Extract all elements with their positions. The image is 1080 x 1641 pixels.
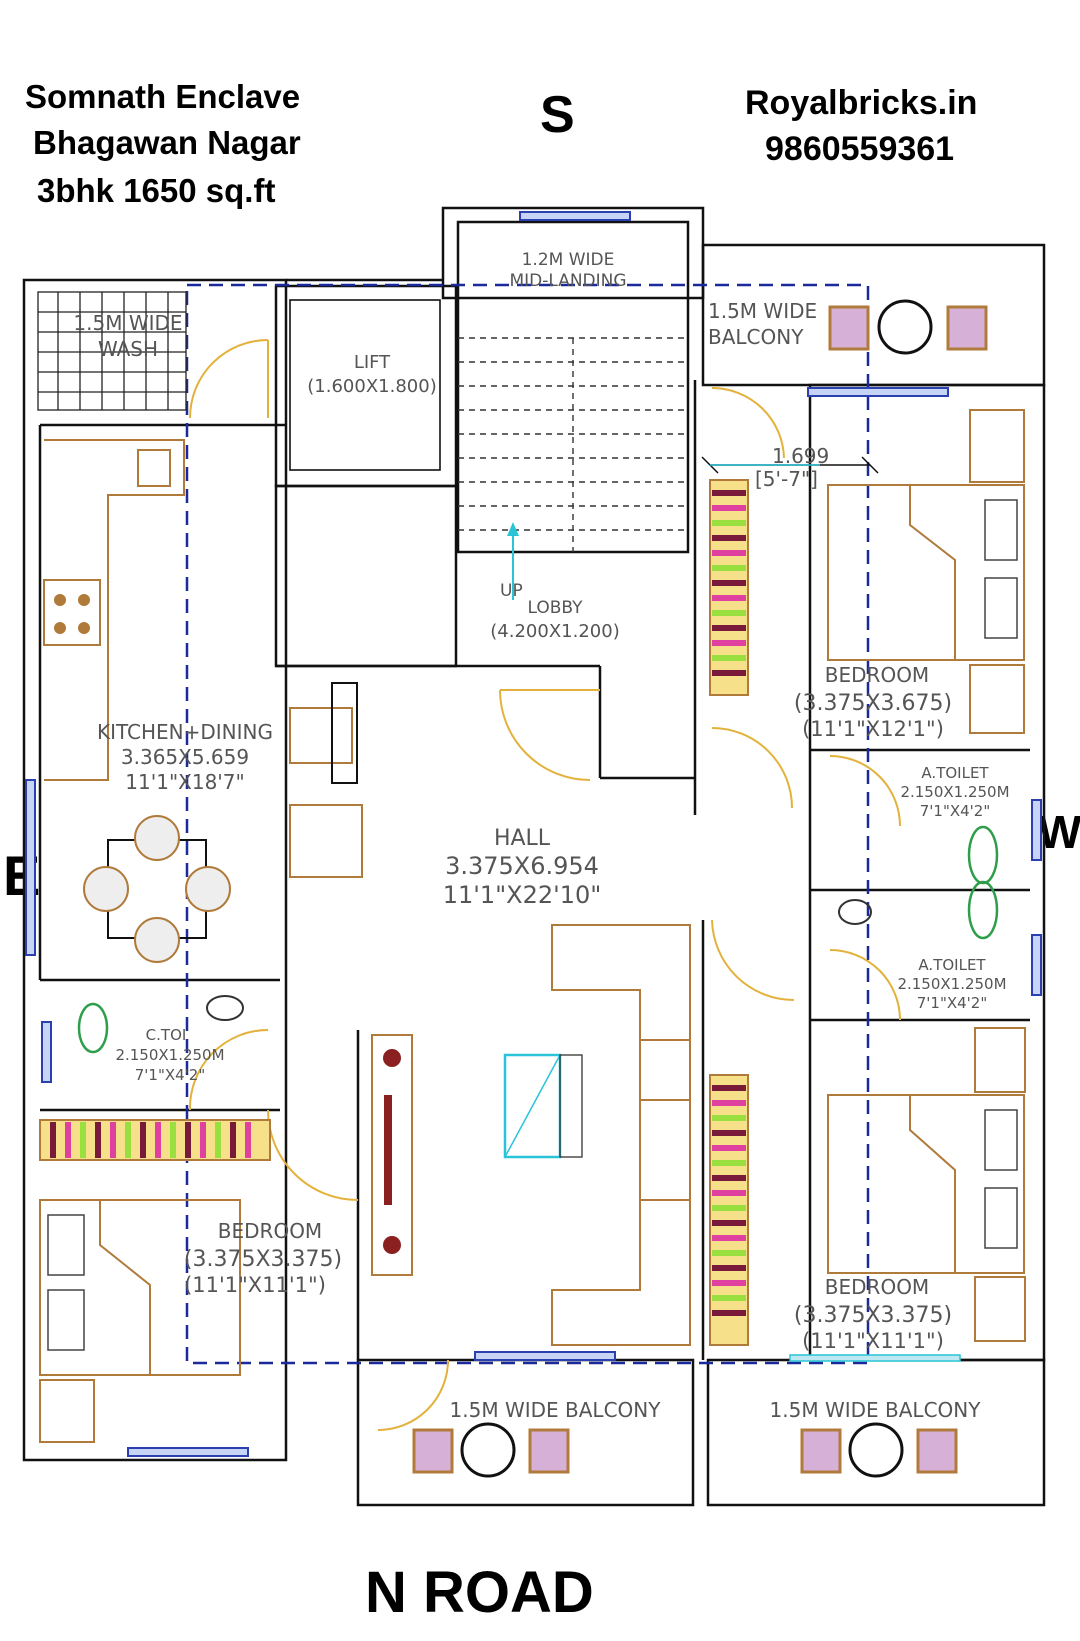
toilet-a2-label-2: 2.150X1.250M: [897, 975, 1006, 993]
bed-se: [827, 1027, 1026, 1342]
balcony-bottom-right-label: 1.5M WIDE BALCONY: [770, 1398, 982, 1422]
common-toilet-label-1: C.TOI: [146, 1026, 187, 1044]
common-toilet-label-2: 2.150X1.250M: [115, 1046, 224, 1064]
lobby-label-1: LOBBY: [527, 598, 583, 618]
stair-up-label: UP: [500, 581, 523, 601]
hall-label-3: 11'1"X22'10": [443, 881, 602, 909]
toilet-a2-label-3: 7'1"X4'2": [917, 994, 988, 1012]
kitchen-label-1: KITCHEN+DINING: [97, 720, 273, 744]
bedroom-ne-label-2: (3.375X3.675): [794, 691, 952, 716]
project-size: 3bhk 1650 sq.ft: [37, 172, 275, 209]
bedroom-se-label-1: BEDROOM: [825, 1275, 929, 1299]
bed-ne: [827, 409, 1025, 734]
wash-area-tiles: [37, 291, 187, 411]
door-swings: [188, 339, 901, 1431]
wash-label-2: WASH: [98, 337, 158, 361]
stair-core: [274, 220, 697, 815]
brand-phone: 9860559361: [765, 130, 954, 168]
dimension-label-1: 1.699: [772, 444, 829, 468]
brand-name: Royalbricks.in: [745, 84, 977, 122]
lobby-label-2: (4.200X1.200): [490, 621, 619, 642]
lift-label-2: (1.600X1.800): [307, 376, 436, 397]
dimension-label-2: [5'-7"]: [755, 467, 818, 491]
toilet-a1-label-2: 2.150X1.250M: [900, 783, 1009, 801]
bedroom-sw-label-3: (11'1"X11'1"): [184, 1273, 326, 1297]
project-location: Bhagawan Nagar: [33, 124, 301, 161]
dining-table: [83, 815, 231, 963]
wardrobe-se: [709, 1074, 749, 1346]
bedroom-se-label-3: (11'1"X11'1"): [802, 1329, 944, 1353]
wardrobe-ne: [709, 479, 749, 696]
toilet-a1-label-1: A.TOILET: [921, 764, 989, 782]
wash-label-1: 1.5M WIDE: [73, 311, 182, 335]
kitchen-label-3: 11'1"X18'7": [125, 770, 244, 794]
balcony-top-label-2: BALCONY: [708, 325, 804, 349]
hall-furniture: [289, 682, 691, 1346]
dimension-line: [701, 456, 879, 474]
project-name: Somnath Enclave: [25, 78, 300, 115]
bedroom-ne-label-3: (11'1"X12'1"): [802, 717, 944, 741]
balcony-bottom-left-label: 1.5M WIDE BALCONY: [450, 1398, 662, 1422]
bedroom-sw-label-2: (3.375X3.375): [184, 1247, 342, 1272]
wardrobe-sw: [39, 1119, 271, 1161]
balcony-chairs: [412, 299, 988, 1478]
bedroom-sw-label-1: BEDROOM: [218, 1219, 322, 1243]
kitchen-label-2: 3.365X5.659: [121, 745, 249, 769]
hall-label-2: 3.375X6.954: [445, 852, 599, 880]
road-label: N ROAD: [365, 1560, 594, 1625]
slab-boundary: [185, 283, 870, 1365]
common-toilet-label-3: 7'1"X4'2": [135, 1066, 206, 1084]
bedroom-ne-label-1: BEDROOM: [825, 663, 929, 687]
mid-landing-label-1: 1.2M WIDE: [522, 250, 615, 270]
mid-landing-label-2: MID-LANDING: [509, 271, 626, 291]
bedroom-se-label-2: (3.375X3.375): [794, 1303, 952, 1328]
windows: [25, 211, 1042, 1457]
hall-label-1: HALL: [494, 826, 551, 851]
kitchen-counter: [43, 439, 185, 781]
compass-south: S: [540, 86, 575, 144]
sanitary-fixtures: [77, 825, 999, 1054]
toilet-a2-label-1: A.TOILET: [918, 956, 986, 974]
balcony-top-label-1: 1.5M WIDE: [708, 299, 817, 323]
wash-basins: [206, 899, 872, 1021]
lift-label-1: LIFT: [354, 352, 391, 373]
bed-sw: [39, 1199, 241, 1443]
toilet-a1-label-3: 7'1"X4'2": [920, 802, 991, 820]
